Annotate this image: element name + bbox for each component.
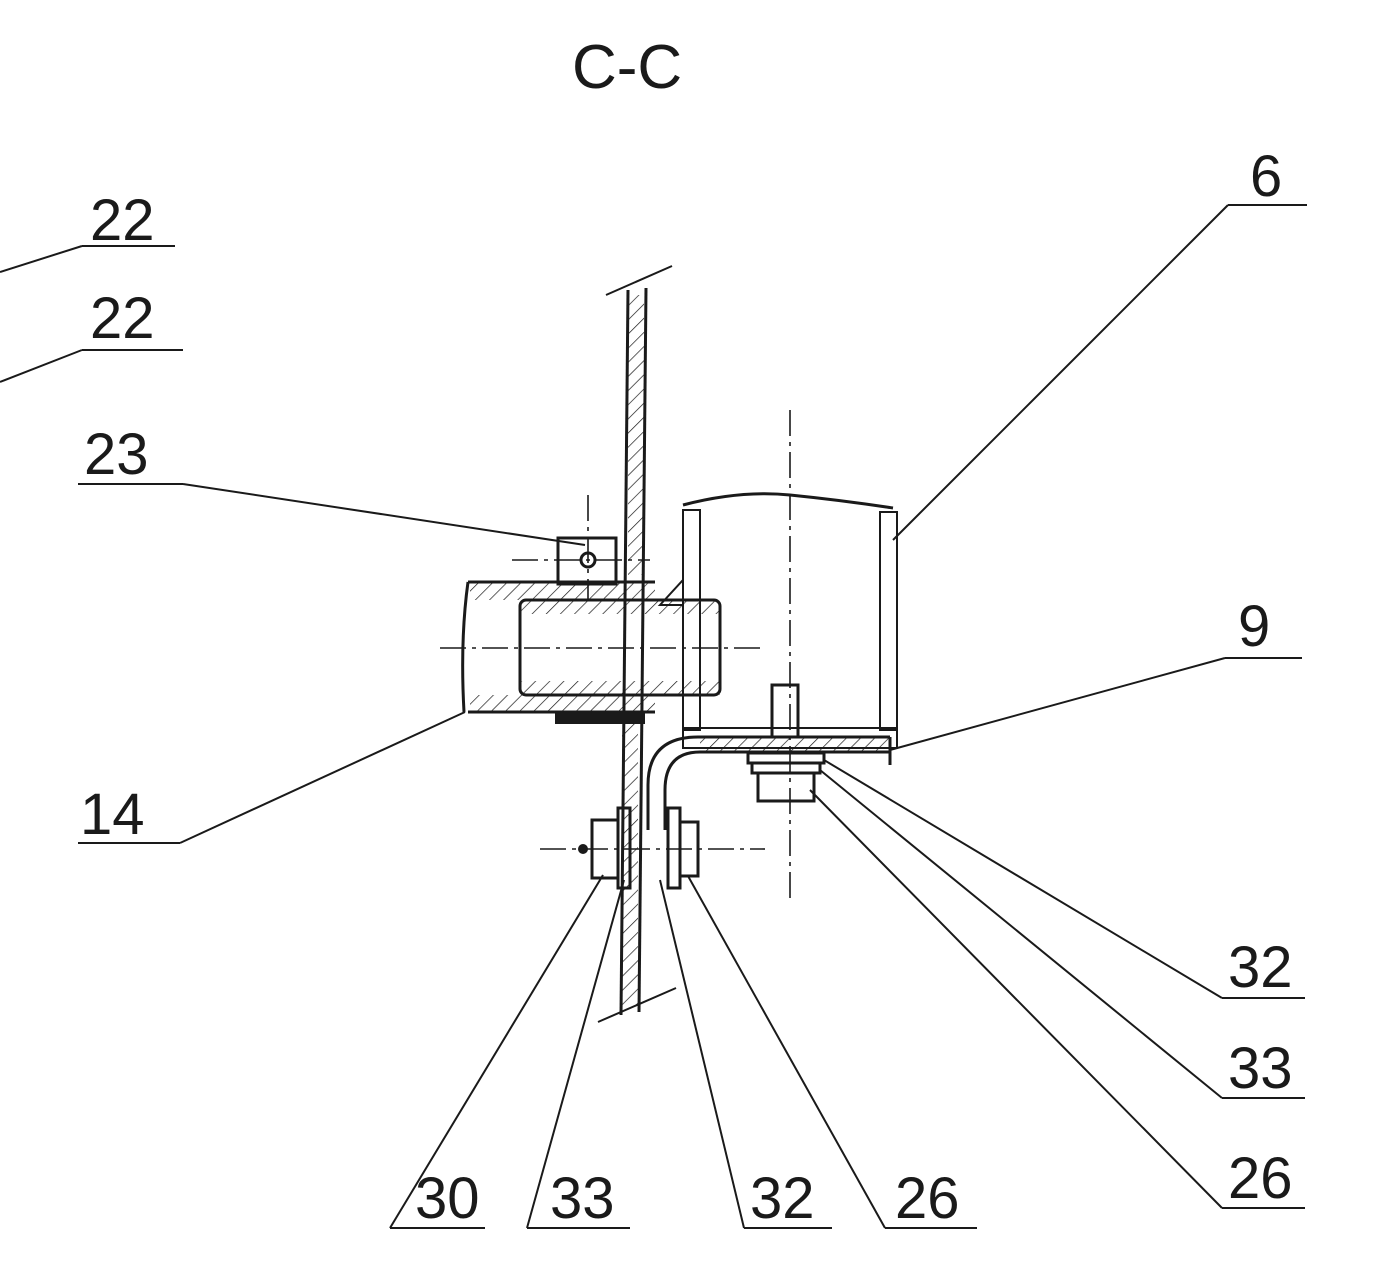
vertical-plate <box>597 265 677 1023</box>
callout-33-bottom: 33 <box>550 1166 615 1231</box>
cylinder-housing <box>657 492 898 749</box>
callout-6: 6 <box>1250 144 1282 209</box>
callout-32-right: 32 <box>1228 935 1293 1000</box>
callout-22-upper: 22 <box>90 188 155 253</box>
right-bolt <box>746 410 826 900</box>
angle-bracket <box>646 735 892 830</box>
section-title: C-C <box>572 33 682 102</box>
callout-14: 14 <box>80 782 145 847</box>
callout-22-lower: 22 <box>90 286 155 351</box>
leader-lines <box>0 204 1307 1229</box>
tube-assembly <box>440 580 760 724</box>
callout-23: 23 <box>84 422 149 487</box>
callout-30: 30 <box>415 1166 480 1231</box>
callout-26-right: 26 <box>1228 1146 1293 1211</box>
callout-26-bottom: 26 <box>895 1166 960 1231</box>
lug <box>512 495 650 600</box>
callout-labels: 22 22 23 14 6 9 32 33 26 30 33 32 26 <box>80 144 1293 1231</box>
callout-32-bottom: 32 <box>750 1166 815 1231</box>
callout-9: 9 <box>1238 594 1270 659</box>
lower-bolt <box>540 806 765 890</box>
callout-33-right: 33 <box>1228 1036 1293 1101</box>
